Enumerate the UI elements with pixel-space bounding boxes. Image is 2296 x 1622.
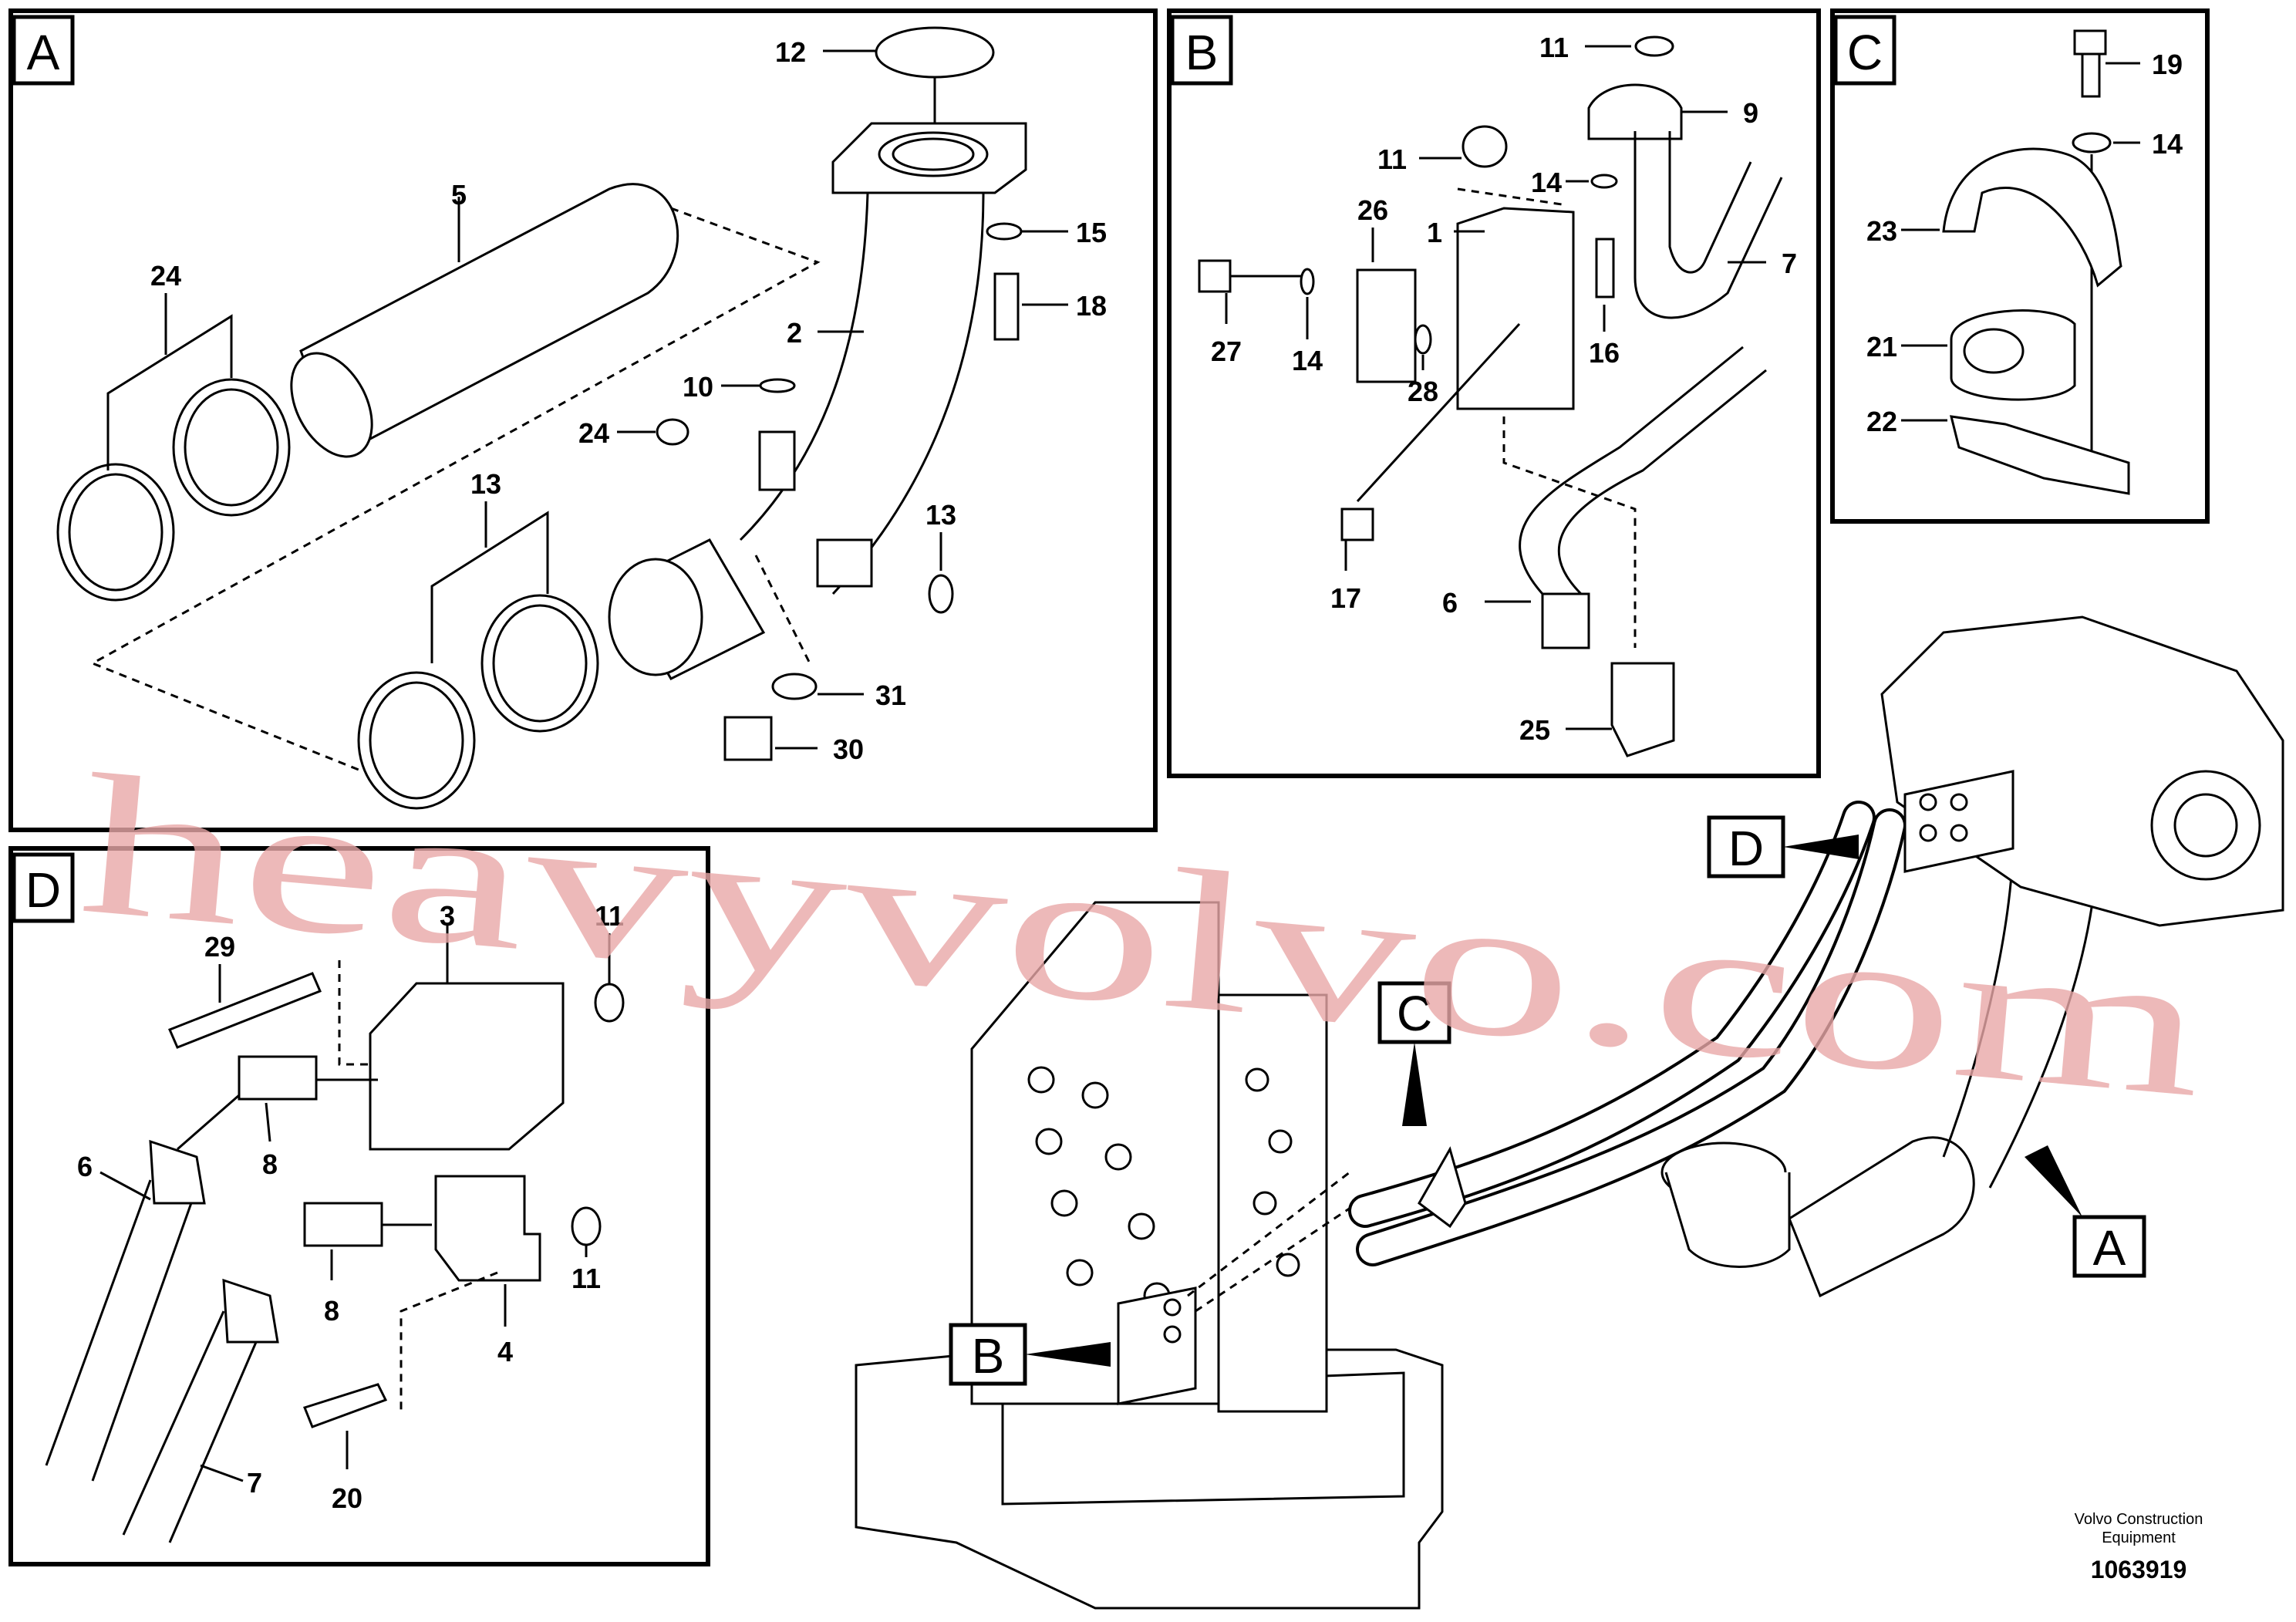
panel-b-tag: B xyxy=(1185,25,1219,80)
arrow-d-icon xyxy=(1783,835,1859,859)
footer: Volvo Construction Equipment 1063919 xyxy=(2075,1511,2203,1583)
callout-d-7: 7 xyxy=(247,1467,262,1499)
callout-c-19: 19 xyxy=(2152,49,2183,80)
panel-b: B 11 9 11 14 16 7 1 26 27 14 xyxy=(1167,8,1821,778)
callout-c-22: 22 xyxy=(1866,406,1897,437)
callout-b-1: 1 xyxy=(1427,217,1442,248)
callout-a-2: 2 xyxy=(787,317,802,349)
panel-d: D 29 3 11 8 6 4 11 8 7 xyxy=(8,846,710,1566)
document-number: 1063919 xyxy=(2091,1556,2187,1583)
callout-b-28: 28 xyxy=(1408,376,1438,407)
callout-a-24-upper: 24 xyxy=(150,260,181,292)
overview-tag-d: D xyxy=(1728,821,1764,876)
callout-b-14-left: 14 xyxy=(1292,345,1323,376)
callout-d-20: 20 xyxy=(332,1482,362,1514)
panel-a: A 12 2 15 18 5 24 xyxy=(8,8,1158,832)
callout-d-8-bottom: 8 xyxy=(324,1295,339,1327)
callout-a-15: 15 xyxy=(1076,217,1107,248)
callout-d-8-top: 8 xyxy=(262,1148,278,1180)
footer-line-2: Equipment xyxy=(2102,1529,2176,1546)
block-4 xyxy=(434,1175,541,1282)
overview-tag-a: A xyxy=(2093,1220,2126,1276)
callout-b-27: 27 xyxy=(1211,336,1242,367)
callout-b-7: 7 xyxy=(1782,248,1797,279)
callout-a-13-right: 13 xyxy=(925,499,956,531)
callout-a-24-lower: 13 xyxy=(470,468,501,500)
callout-b-25: 25 xyxy=(1519,714,1550,746)
callout-a-18: 18 xyxy=(1076,290,1107,322)
panel-c-tag: C xyxy=(1847,25,1883,80)
callout-d-11-top: 11 xyxy=(595,900,624,932)
callout-b-14-top: 14 xyxy=(1531,167,1562,198)
callout-a-31: 31 xyxy=(875,679,906,711)
callout-d-3: 3 xyxy=(440,900,455,932)
overview-tag-c: C xyxy=(1397,986,1432,1041)
callout-b-16: 16 xyxy=(1589,337,1620,369)
callout-b-11-top: 11 xyxy=(1539,32,1569,63)
panel-d-tag: D xyxy=(25,862,61,918)
callout-b-9: 9 xyxy=(1743,97,1758,129)
callout-c-23: 23 xyxy=(1866,215,1897,247)
callout-d-4: 4 xyxy=(497,1336,513,1367)
callout-d-11-bottom: 11 xyxy=(571,1263,601,1294)
callout-a-12: 12 xyxy=(775,36,806,68)
callout-c-21: 21 xyxy=(1866,331,1897,363)
tube-5 xyxy=(299,183,679,457)
callout-b-11-mid: 11 xyxy=(1377,143,1407,175)
arrow-b-icon xyxy=(1025,1342,1111,1367)
panel-a-tag: A xyxy=(27,25,60,80)
callout-a-13-left: 24 xyxy=(578,417,609,449)
callout-b-6: 6 xyxy=(1442,587,1458,619)
panel-c: C 19 14 23 21 22 xyxy=(1830,8,2210,524)
overview-tag-b: B xyxy=(972,1328,1005,1384)
o-ring-12 xyxy=(875,26,995,79)
overview-assembly: B C D A xyxy=(855,615,2284,1610)
callout-b-26: 26 xyxy=(1357,194,1388,226)
hydraulic-pump xyxy=(1880,615,2284,927)
block-3 xyxy=(369,982,565,1151)
callout-b-17: 17 xyxy=(1330,582,1361,614)
callout-a-10: 10 xyxy=(683,371,713,403)
callout-d-6: 6 xyxy=(77,1151,93,1182)
footer-line-1: Volvo Construction xyxy=(2075,1511,2203,1528)
arrow-c-icon xyxy=(1402,1042,1427,1126)
callout-d-29: 29 xyxy=(204,931,235,963)
callout-a-30: 30 xyxy=(833,733,864,765)
callout-a-5: 5 xyxy=(451,179,467,211)
arrow-a-icon xyxy=(2025,1145,2082,1217)
callout-c-14: 14 xyxy=(2152,128,2183,160)
block-1 xyxy=(1456,207,1575,410)
